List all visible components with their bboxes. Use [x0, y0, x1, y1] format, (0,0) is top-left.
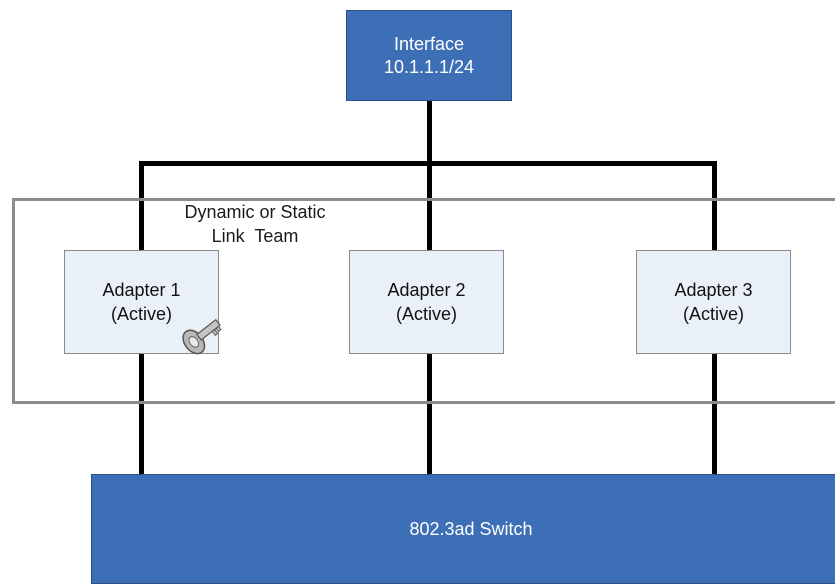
interface-title: Interface — [393, 33, 465, 54]
adapter-2-to-switch-link — [427, 353, 432, 475]
adapter-3-name: Adapter 3 — [674, 280, 753, 300]
adapter-3-node: Adapter 3 (Active) — [636, 250, 791, 354]
link-team-label-line1: Dynamic or Static — [184, 202, 326, 222]
adapter-3-to-switch-link — [712, 353, 717, 475]
link-team-label: Dynamic or Static Link Team — [160, 200, 350, 248]
interface-vertical-link — [427, 100, 432, 166]
adapter-3-status: (Active) — [682, 304, 744, 324]
adapter-2-name: Adapter 2 — [387, 280, 466, 300]
interface-ip-address: 10.1.1.1/24 — [383, 56, 475, 77]
adapter-1-name: Adapter 1 — [102, 280, 181, 300]
link-team-group — [12, 198, 835, 404]
key-icon — [182, 318, 222, 355]
bus-to-adapter-2-link — [427, 161, 432, 251]
bus-to-adapter-3-link — [712, 161, 717, 251]
link-team-label-line2: Link Team — [211, 226, 299, 246]
adapter-2-status: (Active) — [395, 304, 457, 324]
bus-to-adapter-1-link — [139, 161, 144, 251]
switch-label: 802.3ad Switch — [409, 518, 533, 539]
adapter-1-to-switch-link — [139, 353, 144, 475]
adapter-2-node: Adapter 2 (Active) — [349, 250, 504, 354]
adapter-1-status: (Active) — [110, 304, 172, 324]
interface-node: Interface 10.1.1.1/24 — [346, 10, 512, 101]
switch-node: 802.3ad Switch — [91, 474, 835, 584]
